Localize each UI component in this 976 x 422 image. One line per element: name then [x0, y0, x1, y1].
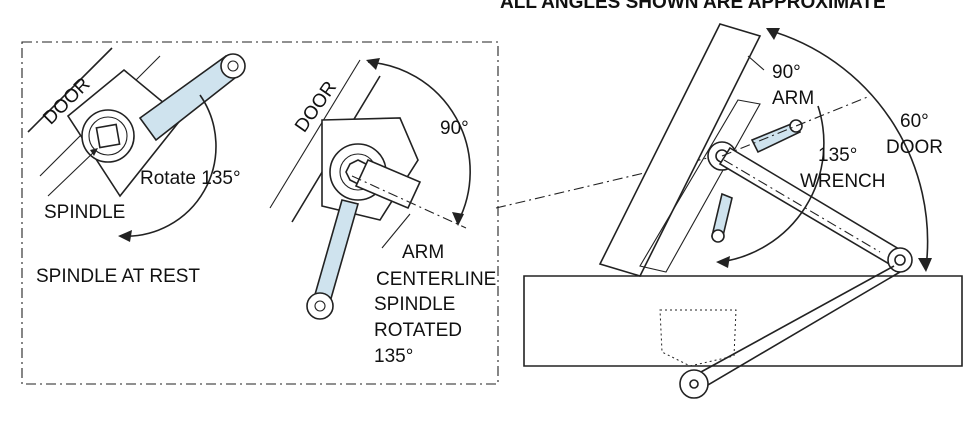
spindle-housing: [81, 109, 135, 163]
rotation-arc: [119, 94, 217, 237]
handle-end-mid: [306, 292, 334, 320]
frame-header: [523, 275, 963, 367]
rotation-arrow: [118, 230, 132, 242]
spindle-rotated-view: DOOR 90° ARM CENTERLINE SPINDLE ROTATED …: [269, 58, 496, 367]
caption-rotated-1: SPINDLE: [374, 294, 455, 315]
lower-pivot: [679, 369, 709, 399]
wrench-angle-label: 135°: [818, 145, 857, 166]
arm-label: ARM: [402, 242, 444, 263]
wrench-label: WRENCH: [800, 171, 886, 192]
spindle-leader: [47, 149, 97, 197]
door-slab: [598, 23, 762, 277]
door-label-right: DOOR: [886, 137, 943, 158]
caption-rotated-3: 135°: [374, 346, 413, 367]
caption-rotated-2: ROTATED: [374, 320, 462, 341]
detail-box: [21, 41, 499, 385]
assembly-view: 90° ARM 135° WRENCH 60° DOOR: [523, 23, 963, 399]
spindle-label: SPINDLE: [44, 202, 125, 223]
arm-angle-label: 90°: [772, 62, 801, 83]
door-edge-left: [27, 47, 113, 133]
header-note: ALL ANGLES SHOWN ARE APPROXIMATE: [500, 0, 886, 13]
wrench-angle-arc: [719, 105, 825, 263]
frame-pivot: [887, 247, 913, 273]
door-hardware: [639, 99, 761, 273]
door-angle-arc: [767, 29, 929, 269]
main-arm: [718, 146, 906, 270]
closer-body: [659, 309, 737, 367]
rotate-label: Rotate 135°: [140, 168, 241, 189]
door-edge-mid: [269, 59, 361, 209]
arm-centerline: [351, 175, 467, 229]
door-angle-label: 60°: [900, 111, 929, 132]
angle-arc-90: [367, 61, 471, 223]
caption-at-rest: SPINDLE AT REST: [36, 266, 200, 287]
arm-label-right: ARM: [772, 88, 814, 109]
wrench-handle-mid: [313, 199, 359, 303]
spindle-at-rest-view: DOOR Rotate 135° SPINDLE SPINDLE AT REST: [27, 47, 246, 287]
angle-90-label: 90°: [440, 118, 469, 139]
wrench-arm-upper: [750, 120, 802, 154]
arm-stub: [354, 158, 422, 210]
handle-end: [220, 53, 246, 79]
centerline-label: CENTERLINE: [376, 269, 496, 290]
arm-reference-line: [721, 95, 871, 157]
spindle-square: [95, 123, 121, 149]
lower-link: [689, 265, 895, 379]
